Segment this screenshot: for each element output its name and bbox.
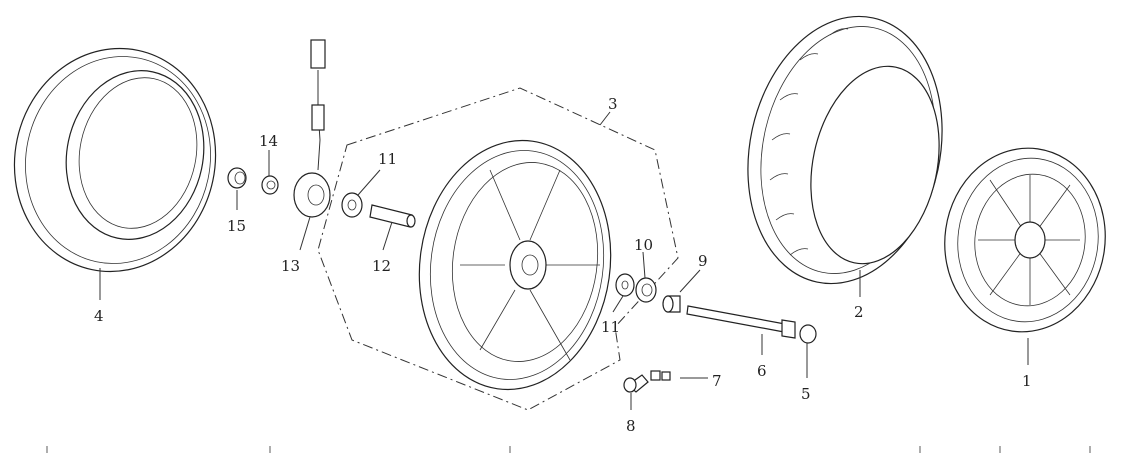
oil-seal-part-10 bbox=[635, 277, 657, 303]
valve-cap-part-7 bbox=[650, 370, 671, 381]
collar-part-15 bbox=[227, 167, 247, 189]
speedometer-gear-part-13 bbox=[293, 39, 331, 218]
callout-15: 15 bbox=[227, 217, 246, 235]
bearing-part-11-left bbox=[341, 192, 363, 218]
callout-11-left: 11 bbox=[378, 150, 397, 168]
callout-13: 13 bbox=[281, 257, 300, 275]
callout-12: 12 bbox=[372, 257, 391, 275]
leader-lines bbox=[99, 111, 1029, 410]
callout-4: 4 bbox=[94, 307, 104, 325]
callout-6: 6 bbox=[757, 362, 767, 380]
callout-11-right: 11 bbox=[601, 318, 620, 336]
tire-part-4 bbox=[13, 47, 217, 273]
tire-part-2 bbox=[747, 15, 943, 285]
bearing-part-11-right bbox=[615, 273, 635, 297]
callout-8: 8 bbox=[626, 417, 636, 435]
callout-14: 14 bbox=[259, 132, 278, 150]
collar-part-9 bbox=[662, 295, 681, 313]
callout-9: 9 bbox=[698, 252, 708, 270]
callout-5: 5 bbox=[801, 385, 811, 403]
nut-part-14 bbox=[261, 175, 279, 195]
wheel-part-1 bbox=[944, 147, 1106, 333]
callout-10: 10 bbox=[634, 236, 653, 254]
callout-3: 3 bbox=[608, 95, 618, 113]
wheel-rim-part-3 bbox=[418, 139, 612, 391]
callout-7: 7 bbox=[712, 372, 722, 390]
callout-2: 2 bbox=[854, 303, 864, 321]
valve-part-8 bbox=[623, 374, 649, 393]
axle-part-6 bbox=[686, 305, 796, 339]
bottom-ticks bbox=[46, 446, 1091, 453]
spacer-part-12 bbox=[369, 204, 416, 228]
axle-nut-part-5 bbox=[799, 324, 817, 344]
callout-1: 1 bbox=[1022, 372, 1032, 390]
